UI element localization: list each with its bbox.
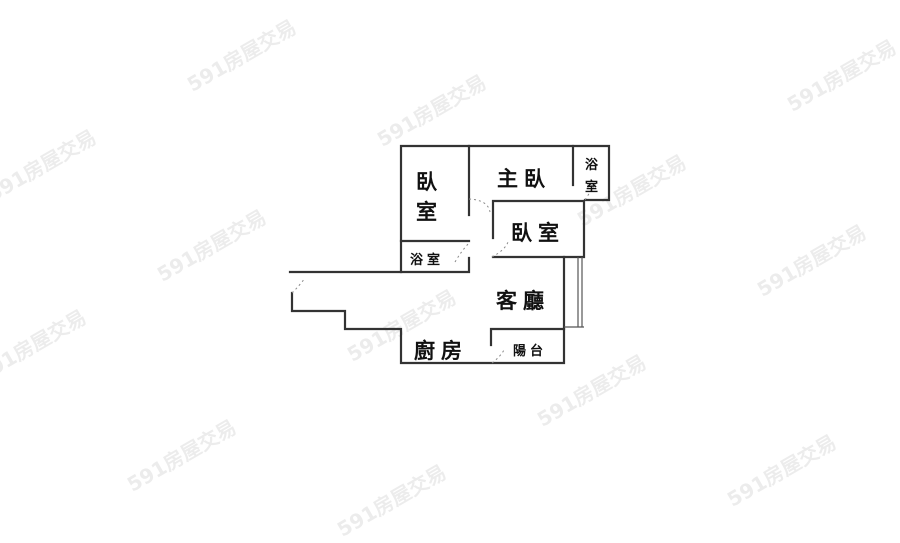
room-label-living-room: 客廳 [496,289,550,313]
walls [288,144,611,365]
room-label-master-bath: 浴 [585,158,603,173]
room-label-bedroom: 室 [416,200,443,224]
floor-plan [288,144,611,365]
room-label-master-bath: 室 [585,180,603,195]
room-label-bedroom: 臥 [416,170,443,194]
room-label-kitchen: 廚房 [414,339,468,363]
door-swings [291,184,596,364]
room-label-master-bedroom: 主臥 [497,167,551,191]
room-label-balcony: 陽台 [513,344,548,359]
room-label-bathroom: 浴室 [410,253,445,268]
room-label-bedroom-2: 臥室 [511,221,565,245]
